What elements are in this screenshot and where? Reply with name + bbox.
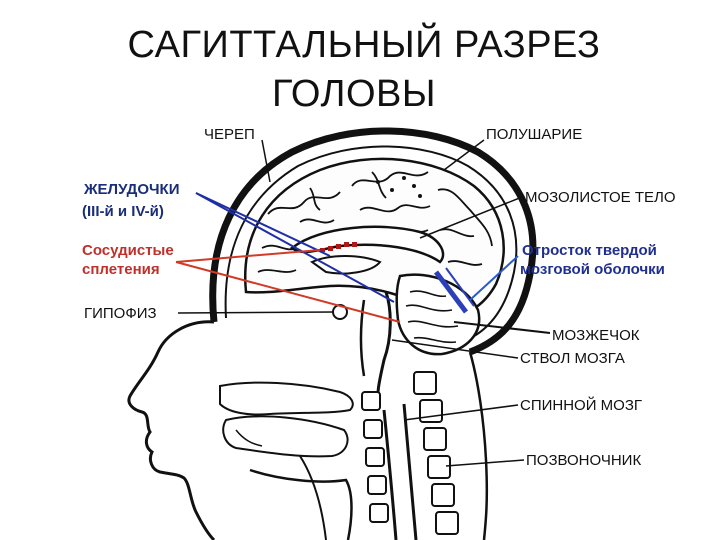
plexus-marker (320, 242, 357, 252)
ventricle-shape (309, 255, 382, 275)
label-hemisphere: ПОЛУШАРИЕ (486, 126, 583, 143)
pointer-spine (445, 459, 525, 467)
diagram-title-line-1: САГИТТАЛЬНЫЙ РАЗРЕЗ (127, 24, 601, 66)
brain-dots (376, 176, 422, 198)
pointer-skull (261, 139, 271, 183)
label-spine: ПОЗВОНОЧНИК (526, 452, 642, 469)
label-dura-line-1: Отросток твердой (522, 242, 657, 259)
diagram-title-line-2: ГОЛОВЫ (271, 73, 437, 115)
label-brainstem: СТВОЛ МОЗГА (520, 350, 625, 367)
face-profile (127, 320, 216, 540)
pointer-corpus-callosum (419, 196, 523, 239)
label-plexus-line-2: сплетения (82, 261, 160, 278)
oral-cavity (219, 381, 354, 416)
label-skull: ЧЕРЕП (204, 126, 255, 143)
pointer-brainstem (391, 339, 519, 359)
neck-back (468, 351, 489, 540)
tongue (222, 415, 349, 458)
vertebrae (361, 371, 459, 535)
pointer-cerebellum (453, 321, 551, 334)
label-dura-line-2: мозговой оболочки (520, 261, 665, 278)
spinal-cord-right (402, 403, 418, 540)
cerebellum-folia (405, 290, 459, 344)
jaw-line (249, 468, 353, 540)
label-ventricles: ЖЕЛУДОЧКИ (84, 181, 180, 198)
pointer-plexus-1 (175, 249, 321, 263)
label-plexus-line-1: Сосудистые (82, 242, 174, 259)
pointer-spinal-cord (403, 404, 519, 421)
dura-process (434, 270, 468, 314)
pointer-dura (469, 255, 519, 301)
brainstem-front (359, 299, 366, 377)
pointer-hemisphere (443, 139, 485, 171)
throat (299, 455, 327, 540)
label-cerebellum: МОЗЖЕЧОК (552, 327, 640, 344)
pointer-pituitary (177, 311, 335, 314)
label-corpus-callosum: МОЗОЛИСТОЕ ТЕЛО (525, 189, 676, 206)
cerebellum (395, 273, 481, 356)
skull-outline (209, 127, 537, 356)
brain-gyri (257, 171, 493, 273)
label-spinal-cord: СПИННОЙ МОЗГ (520, 397, 643, 414)
pointer-ventricles-1 (195, 192, 331, 257)
skull-inner (224, 145, 518, 343)
pointer-lines (175, 139, 551, 467)
label-pituitary: ГИПОФИЗ (84, 305, 157, 322)
label-ventricles-sub: (III-й и IV-й) (82, 203, 164, 220)
spinal-cord-left (382, 409, 398, 540)
pointer-ventricles-2 (195, 192, 395, 303)
pointer-plexus-2 (175, 261, 401, 323)
